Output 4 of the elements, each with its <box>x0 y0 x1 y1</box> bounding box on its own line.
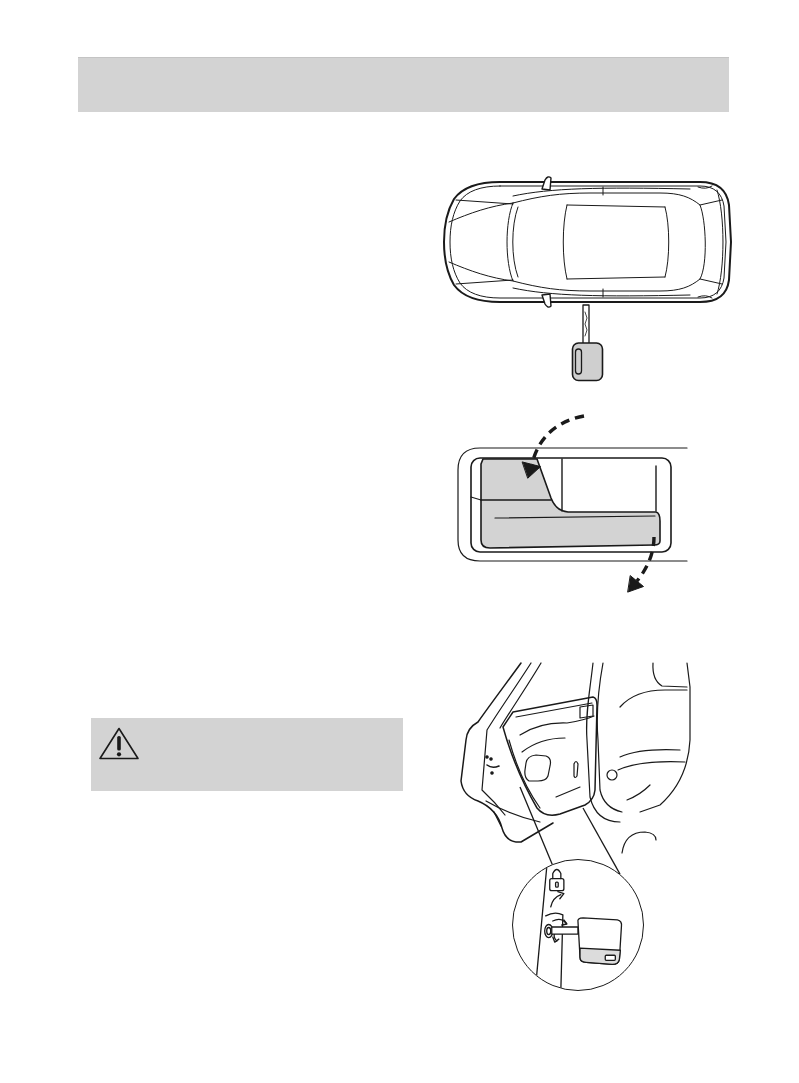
leader-line <box>582 807 621 875</box>
header-bar <box>78 57 729 112</box>
leader-line <box>519 786 553 865</box>
warning-panel <box>91 718 403 791</box>
